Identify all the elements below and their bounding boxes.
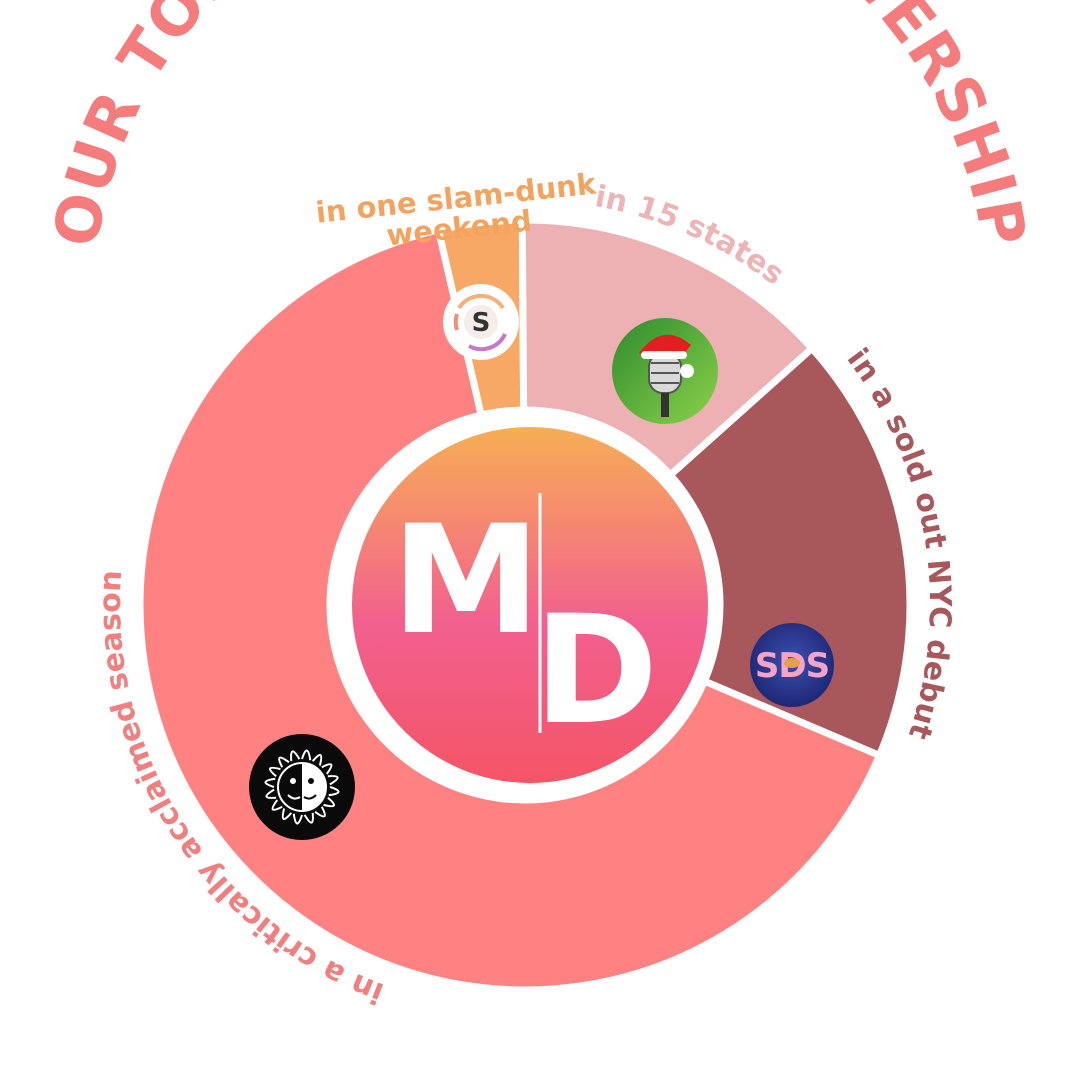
logo-letter-d: D <box>534 584 659 758</box>
sun-ray <box>290 750 301 762</box>
center-logo: M D <box>340 415 720 795</box>
sun-ray <box>327 775 339 786</box>
sun-ray <box>281 808 293 820</box>
sun-ray <box>314 806 326 818</box>
slice-nyc-debut <box>665 343 914 761</box>
sun-ray <box>321 763 333 775</box>
logo-letter-m: M <box>391 494 540 668</box>
sun-ray <box>303 812 314 824</box>
sun-ray <box>269 766 281 778</box>
sds-logo-icon: SDS <box>750 623 834 707</box>
sun-ray <box>264 777 276 788</box>
svg-text:S: S <box>472 308 491 338</box>
sun-ray <box>265 788 277 799</box>
sun-ray <box>271 799 283 811</box>
sun-ray <box>328 786 340 797</box>
sun-ray <box>301 749 312 761</box>
christmas-microphone-icon <box>612 318 718 424</box>
sports-s-logo-icon: S <box>443 284 519 360</box>
center-gradient-disc <box>352 427 708 783</box>
chart-title: OUR TOP 4 CLIENTS BY VIEWERSHIP <box>39 0 1041 252</box>
chart-title-text: OUR TOP 4 CLIENTS BY VIEWERSHIP <box>39 0 1040 252</box>
sun-moon-theatre-mask-icon <box>249 734 355 840</box>
sun-ray <box>323 796 335 808</box>
sun-ray <box>278 756 290 768</box>
sun-ray <box>292 813 303 825</box>
sun-ray <box>311 754 323 766</box>
